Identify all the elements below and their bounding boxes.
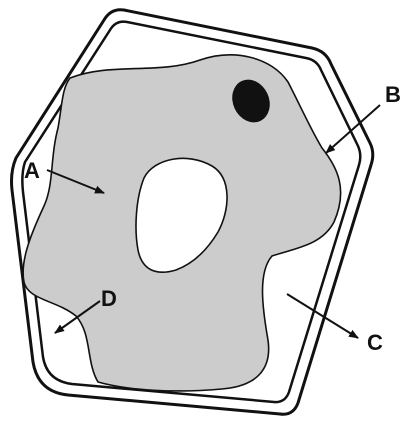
label-b: B — [385, 82, 401, 107]
label-c: C — [367, 330, 383, 355]
label-d: D — [101, 286, 117, 311]
label-a: A — [24, 158, 40, 183]
arrow-c — [287, 294, 358, 338]
